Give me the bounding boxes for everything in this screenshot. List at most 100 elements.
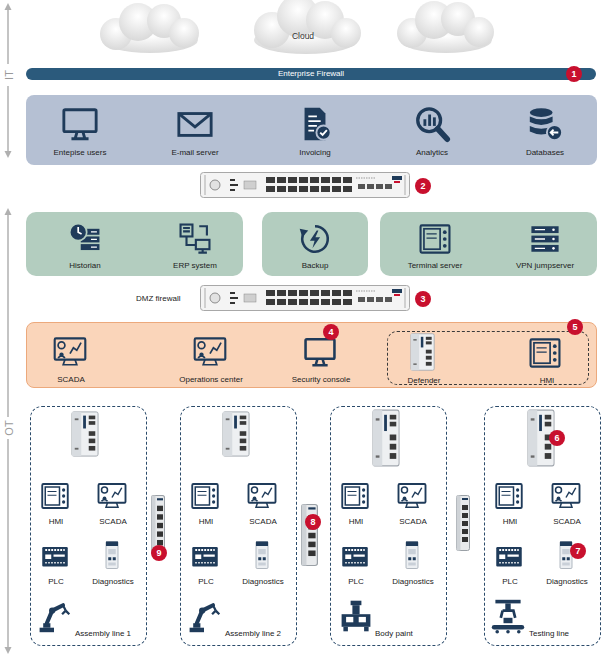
node-text: Enterprise Firewall <box>278 68 344 80</box>
axis-arrow <box>5 3 12 654</box>
component-label: PLC <box>26 576 86 588</box>
node-text: Defender <box>408 375 441 387</box>
callout-number: 5 <box>567 319 583 335</box>
line-name: Assembly line 1 <box>75 628 148 640</box>
component-label: Operations center <box>161 374 261 386</box>
component-label: Diagnostics <box>383 576 443 588</box>
component-label: PLC <box>176 576 236 588</box>
node-text: Diagnostics <box>546 576 587 588</box>
component-label: HMI <box>26 516 86 528</box>
firewall-bar: Enterprise Firewall <box>26 68 596 80</box>
component-label: HMI <box>326 516 386 528</box>
node-text: Historian <box>69 260 101 272</box>
node-text: VPN jumpserver <box>516 260 574 272</box>
node-text: Diagnostics <box>242 576 283 588</box>
node-text: Databases <box>526 147 564 159</box>
firewall-appliance <box>201 286 410 311</box>
component-label: VPN jumpserver <box>495 260 595 272</box>
callout-number: 4 <box>323 324 339 340</box>
component-label: SCADA <box>383 516 443 528</box>
ot-zone-band: SCADA Operations center Security console De… <box>26 322 597 388</box>
production-line-box: HMISCADAPLCDiagnosticsBody paint <box>330 406 447 646</box>
scada-icon <box>553 484 580 507</box>
node-text: Analytics <box>416 147 448 159</box>
component-label: PLC <box>326 576 386 588</box>
component-label: Defender <box>394 375 454 387</box>
node-text: Diagnostics <box>392 576 433 588</box>
dmz-zone-box: Backup <box>262 212 368 276</box>
component-label: Security console <box>271 374 371 386</box>
component-label: SCADA <box>83 516 143 528</box>
node-text: Cloud <box>292 30 314 42</box>
node-text: HMI <box>49 516 64 528</box>
arrow-head <box>5 647 12 654</box>
robot-arm-icon <box>40 605 70 632</box>
node-text: PLC <box>502 576 518 588</box>
node-text: Entepise users <box>54 147 107 159</box>
zone-axis-label: OT <box>0 417 18 439</box>
callout-number: 2 <box>415 178 431 194</box>
dmz-zone-box: Historian ERP system <box>26 212 243 276</box>
component-label: HMI <box>176 516 236 528</box>
component-label: HMI <box>480 516 540 528</box>
line-name: Assembly line 2 <box>225 628 298 640</box>
node-text: Backup <box>302 260 329 272</box>
component-label: E-mail server <box>145 147 245 159</box>
component-label: Backup <box>265 260 365 272</box>
testing-gripper-icon <box>492 600 524 634</box>
firewall-appliance <box>201 173 410 198</box>
node-text: SCADA <box>57 374 85 386</box>
component-label: SCADA <box>537 516 597 528</box>
callout-number: 9 <box>151 545 167 561</box>
cloud-part <box>464 17 494 47</box>
component-label: SCADA <box>233 516 293 528</box>
cloud-part <box>169 18 199 48</box>
node-text: PLC <box>48 576 64 588</box>
node-text: ERP system <box>173 260 217 272</box>
node-text: E-mail server <box>171 147 218 159</box>
line-device <box>373 410 399 466</box>
node-text: Terminal server <box>408 260 463 272</box>
callout-number: 1 <box>566 66 582 82</box>
line-name: Body paint <box>375 628 448 640</box>
node-text: Operations center <box>179 374 243 386</box>
component-label: Diagnostics <box>83 576 143 588</box>
node-text: SCADA <box>553 516 581 528</box>
dmz-zone-box: Terminal server VPN jumpserver <box>380 212 597 276</box>
cloud-shape <box>100 3 199 53</box>
hmi-icon <box>192 484 218 508</box>
arrow-head <box>5 151 12 158</box>
plc-icon <box>42 547 68 567</box>
line-device <box>223 412 249 456</box>
device-group-box: Defender HMI <box>387 331 589 385</box>
production-line-box: HMI SCADA PLC DiagnosticsAssembly line 1 <box>30 406 147 646</box>
node-text: SCADA <box>399 516 427 528</box>
component-label: Analytics <box>382 147 482 159</box>
node-text: PLC <box>198 576 214 588</box>
component-label: PLC <box>480 576 540 588</box>
firewall-label: DMZ firewall <box>136 292 198 304</box>
production-line-box: HMI SCADA PLC DiagnosticsAssembly line 2 <box>180 406 297 646</box>
component-label: Historian <box>35 260 135 272</box>
callout-number: 8 <box>305 514 321 530</box>
cloud-part <box>331 18 361 48</box>
cloud-shape <box>397 1 494 53</box>
node-text: Testing line <box>529 628 569 640</box>
line-name: Testing line <box>529 628 602 640</box>
hmi-icon <box>342 484 368 508</box>
node-text: SCADA <box>249 516 277 528</box>
node-text: HMI <box>540 375 555 387</box>
component-label: ERP system <box>145 260 245 272</box>
component-label: SCADA <box>21 374 121 386</box>
plc-icon <box>342 547 368 567</box>
production-line-box: HMISCADAPLCDiagnosticsTesting line <box>484 406 601 646</box>
node-text: Security console <box>292 374 351 386</box>
scada-icon <box>249 484 276 507</box>
arrow-head <box>5 208 12 215</box>
node-text: HMI <box>199 516 214 528</box>
scada-icon <box>99 484 126 507</box>
component-label: Databases <box>495 147 595 159</box>
callout-number: 6 <box>549 430 565 446</box>
node-text: Invoicing <box>299 147 331 159</box>
